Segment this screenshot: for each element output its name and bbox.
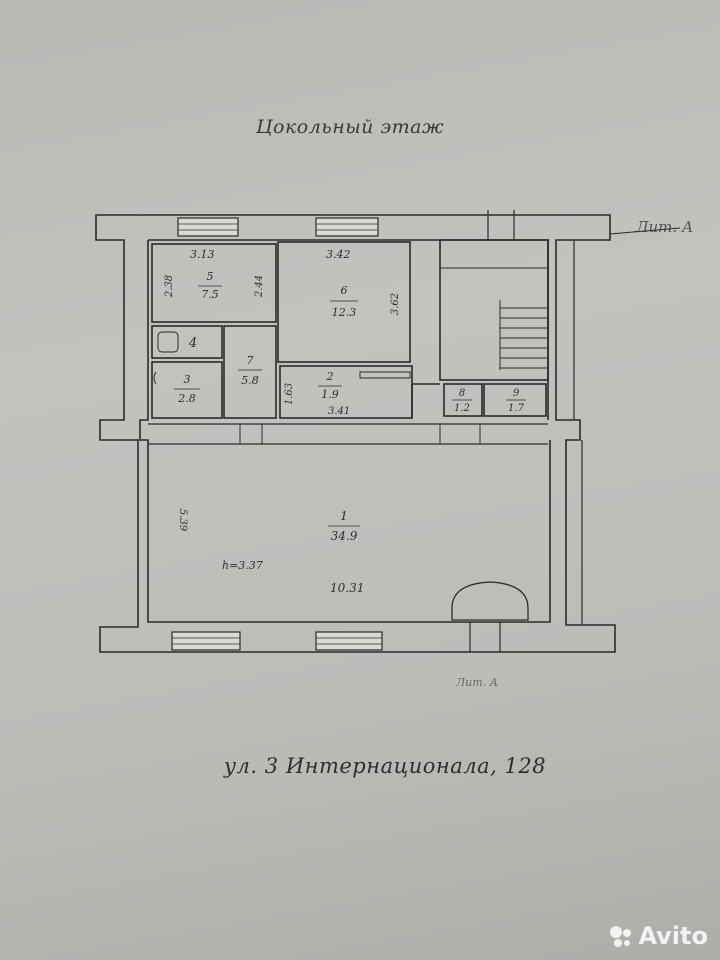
room-2-area: 1.9 (321, 388, 339, 401)
bathtub-icon (157, 331, 179, 353)
room-3-outline (151, 361, 223, 419)
avito-watermark: Avito (608, 922, 708, 950)
room-9-number: 9 (513, 388, 520, 399)
window-bottom-2 (315, 631, 383, 651)
dim-room1-left: 5.39 (177, 509, 188, 532)
room-4-number: 4 (188, 336, 197, 351)
avito-logo-icon (610, 926, 632, 947)
dim-room5-top: 3.13 (190, 248, 215, 261)
room-2-number: 2 (326, 370, 334, 383)
sink-icon (153, 371, 157, 385)
window-bottom-1 (171, 631, 241, 651)
dim-room2-bottom: 3.41 (328, 406, 350, 417)
room-5-number: 5 (207, 270, 214, 283)
room-4-outline (151, 325, 223, 359)
outer-wall (95, 214, 616, 653)
window-top-2 (315, 217, 379, 237)
right-column (573, 240, 583, 625)
ceiling-height: h=3.37 (222, 559, 263, 572)
room-8-number: 8 (459, 388, 465, 399)
room-9-area: 1.7 (508, 403, 525, 414)
avito-watermark-text: Avito (638, 922, 708, 950)
windows (171, 217, 383, 651)
room-6-outline (277, 241, 411, 363)
top-right-label: Лит. А (635, 218, 693, 236)
room-6-area: 12.3 (332, 306, 357, 319)
room-6-number: 6 (341, 284, 348, 297)
entrance-posts (469, 622, 501, 652)
window-hatching (172, 223, 382, 645)
dim-room1-width: 10.31 (330, 581, 364, 595)
floor-title: Цокольный этаж (255, 116, 445, 138)
room-3-area: 2.8 (177, 392, 196, 405)
room-1-number: 1 (340, 509, 348, 523)
room-5-area: 7.5 (201, 288, 219, 301)
dim-room5-right: 2.44 (254, 275, 265, 298)
room-7-outline (223, 325, 277, 419)
room-3-number: 3 (184, 373, 191, 386)
street-address: ул. 3 Интернационала, 128 (223, 754, 547, 778)
room-8-outline (443, 383, 483, 417)
stair-steps (440, 267, 548, 370)
window-top-1 (177, 217, 239, 237)
room-7-number: 7 (247, 354, 254, 367)
room-6-ledge (359, 371, 411, 379)
label-leader-line (609, 227, 681, 235)
dim-room2-left: 1.63 (284, 383, 295, 405)
room-8-area: 1.2 (454, 403, 470, 414)
bottom-label: Лит. А (455, 676, 498, 689)
connector-wall (411, 383, 440, 418)
dim-room6-top: 3.42 (326, 248, 351, 261)
dim-room5-left: 2.38 (164, 275, 175, 298)
corridor-lines (148, 423, 548, 445)
room-1-area: 34.9 (331, 529, 358, 543)
corridor-ticks (239, 424, 481, 444)
room-9-outline (483, 383, 547, 417)
top-vent (487, 210, 515, 240)
dim-room6-right: 3.62 (390, 293, 401, 315)
room-5-outline (151, 243, 277, 323)
room-7-area: 5.8 (241, 374, 259, 387)
stair-area (439, 239, 549, 381)
entrance-arch (451, 581, 529, 621)
